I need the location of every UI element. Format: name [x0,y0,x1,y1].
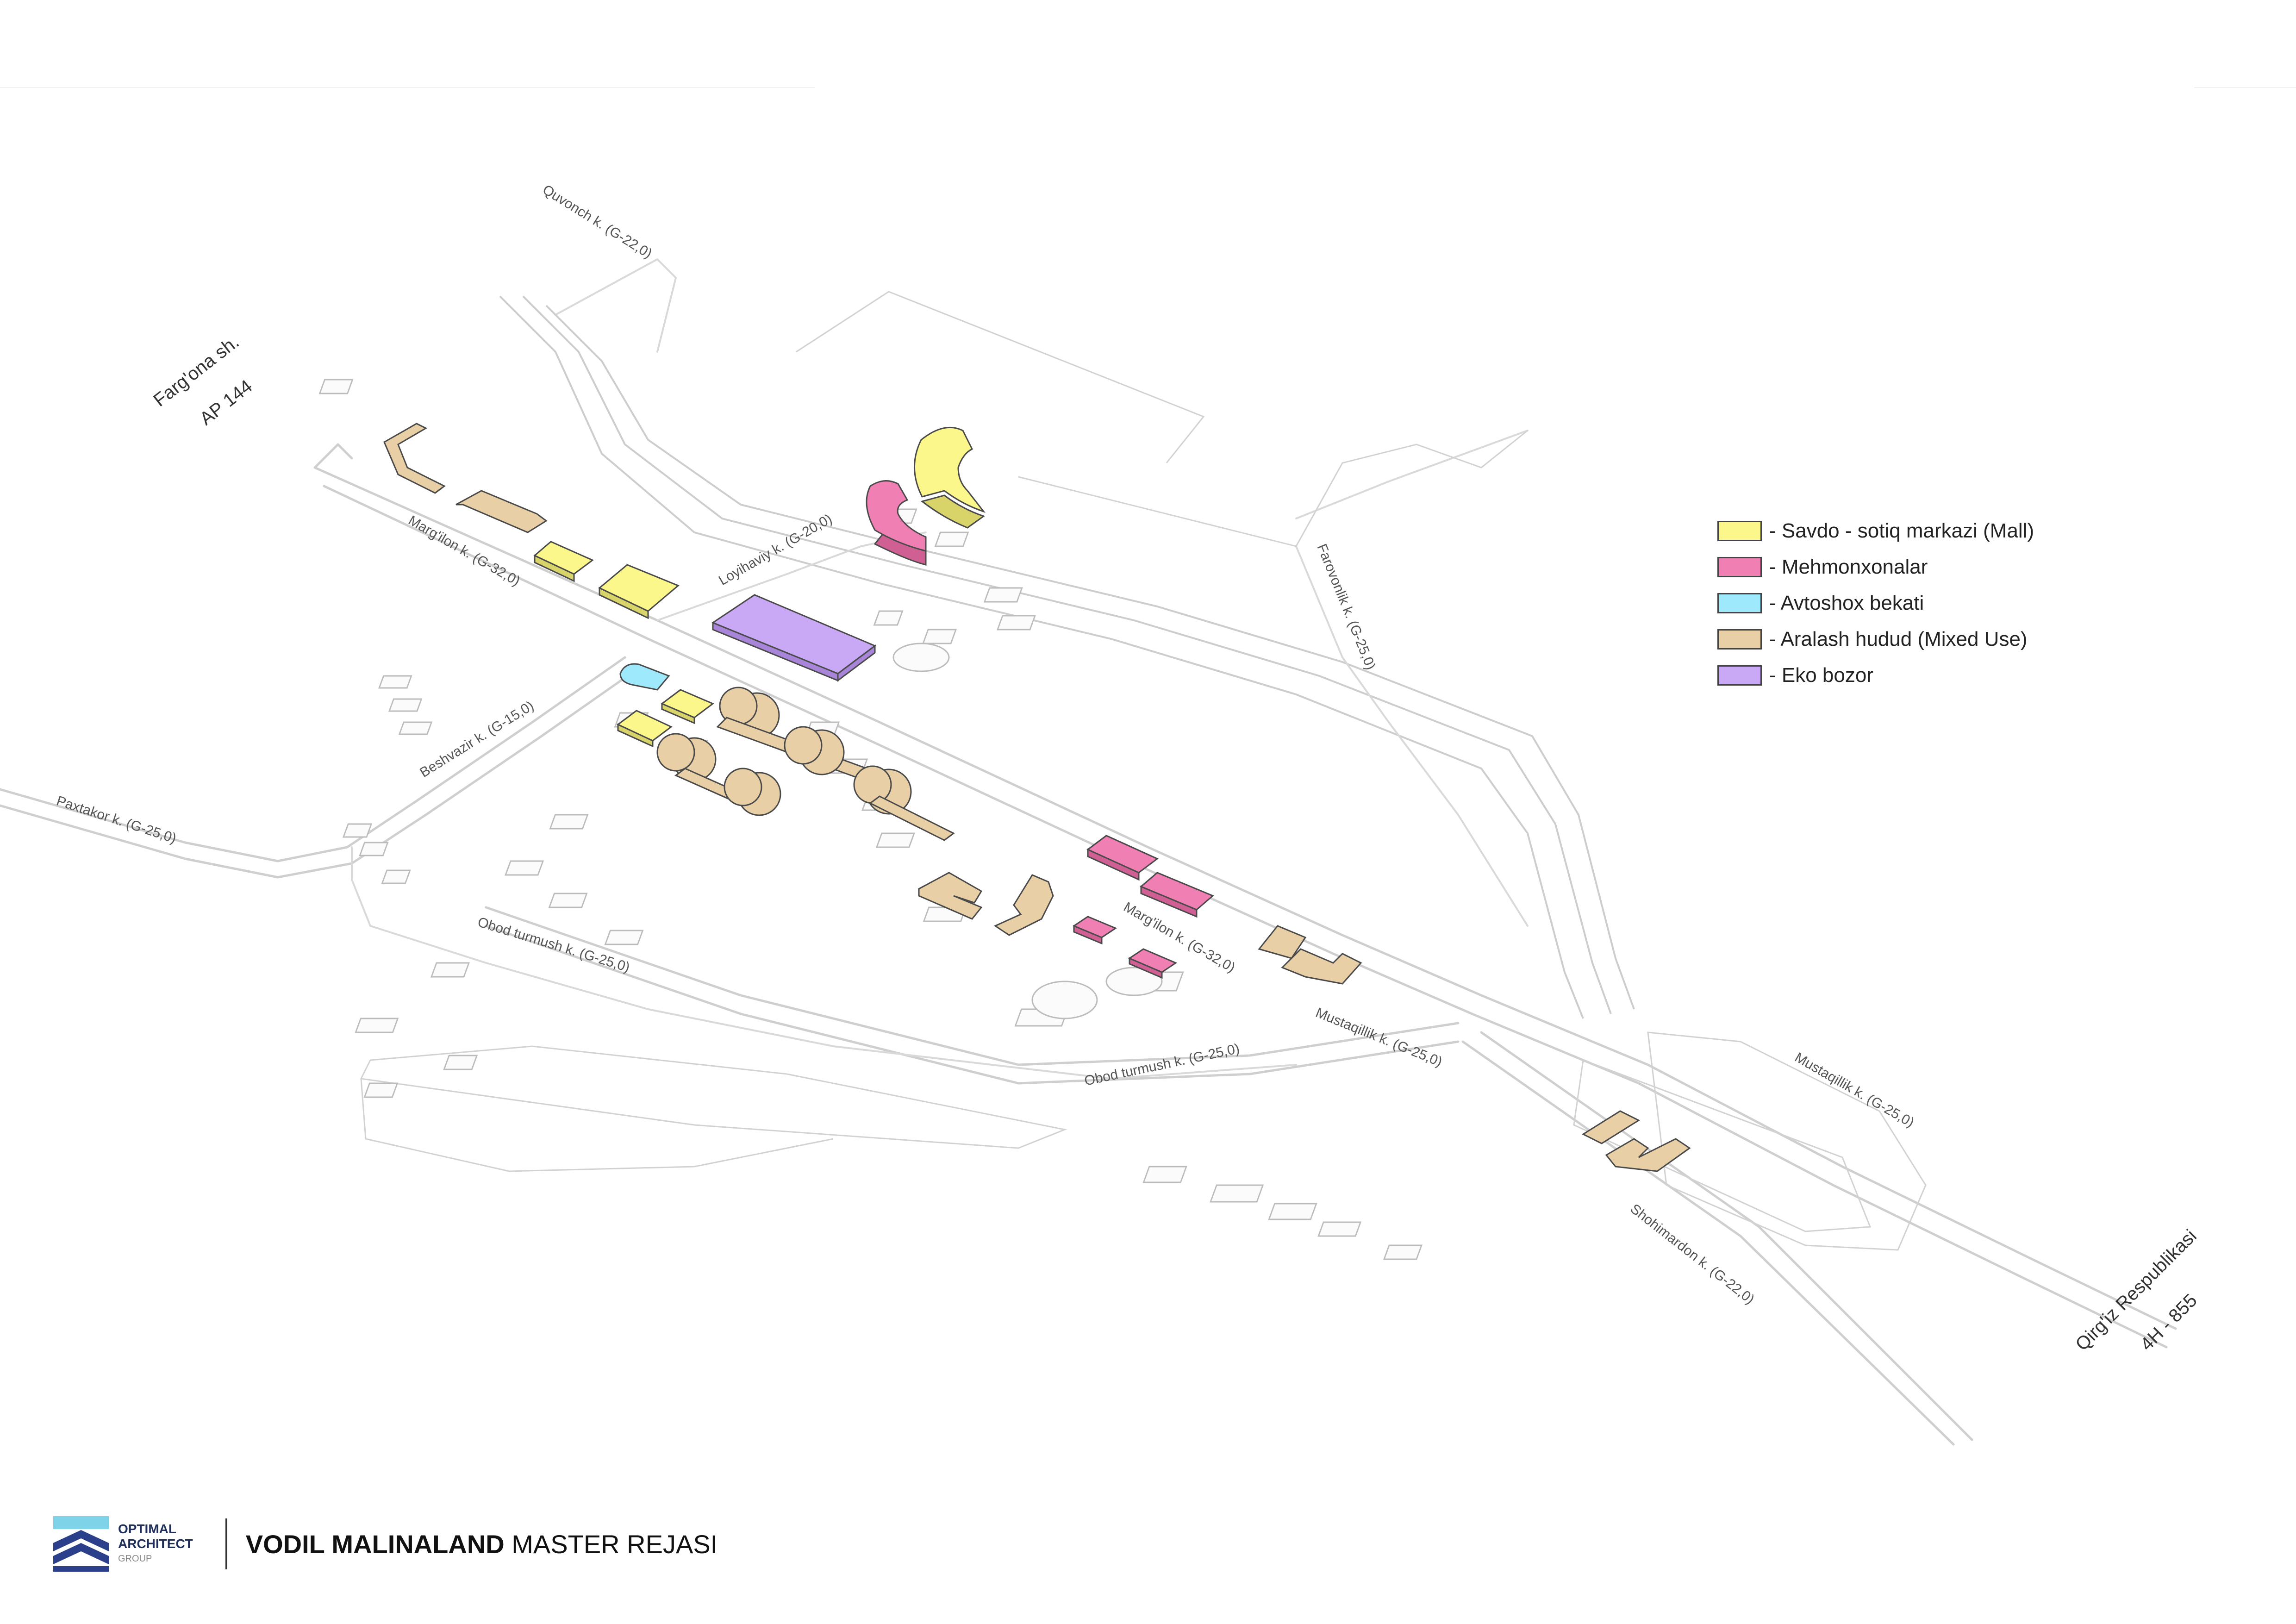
legend-item-mixed-use: - Aralash hudud (Mixed Use) [1717,621,2034,657]
street-label: Beshvazir k. (G-15,0) [417,698,537,781]
page-title: VODIL MALINALAND MASTER REJASI [246,1529,718,1559]
bus-station-building [619,663,670,691]
eco-market-building [711,594,876,682]
street-labels: Quvonch k. (G-22,0) Marg'ilon k. (G-32,0… [55,182,1917,1307]
legend-item-mall: - Savdo - sotiq markazi (Mall) [1717,513,2034,549]
road-network [0,258,2177,1446]
legend-item-hotel: - Mehmonxonalar [1717,549,2034,585]
street-label: Loyihaviy k. (G-20,0) [716,511,835,588]
footer: OPTIMAL ARCHITECT GROUP VODIL MALINALAND… [53,1514,718,1574]
logo-line-2: ARCHITECT [118,1537,193,1551]
legend-label: - Eko bozor [1769,664,1873,687]
legend-item-bus-station: - Avtoshox bekati [1717,585,2034,621]
legend-swatch [1717,665,1762,686]
street-label: Shohimardon k. (G-22,0) [1628,1201,1757,1307]
map-legend: - Savdo - sotiq markazi (Mall) - Mehmonx… [1717,513,2034,693]
mixed-use-buildings [383,423,1691,1172]
legend-swatch [1717,593,1762,613]
street-label: Mustaqillik k. (G-25,0) [1792,1049,1917,1130]
legend-label: - Aralash hudud (Mixed Use) [1769,628,2028,650]
place-label-kyrgyz-road: 4H - 855 [2136,1290,2201,1355]
chevron-stack-logo-icon [53,1516,109,1572]
place-label-kyrgyz: Qirg'iz Respublikasi [2071,1226,2201,1355]
street-label: Marg'ilon k. (G-32,0) [406,512,523,589]
legend-label: - Savdo - sotiq markazi (Mall) [1769,519,2034,542]
company-logo-text: OPTIMAL ARCHITECT GROUP [118,1522,193,1566]
hotel-buildings [866,480,1214,979]
legend-label: - Avtoshox bekati [1769,592,1924,614]
tower-cluster [656,687,955,841]
legend-label: - Mehmonxonalar [1769,556,1928,578]
mall-buildings [533,426,986,748]
place-label-fargona-road: AP 144 [196,376,256,429]
legend-item-eco-market: - Eko bozor [1717,657,2034,693]
page-title-bold: VODIL MALINALAND [245,1529,505,1559]
legend-swatch [1717,629,1762,650]
footer-divider [225,1518,227,1569]
legend-swatch [1717,557,1762,577]
legend-swatch [1717,521,1762,541]
logo-line-1: OPTIMAL [118,1522,176,1536]
logo-line-3: GROUP [118,1554,152,1564]
page-title-normal: MASTER REJASI [512,1529,718,1559]
street-label: Obod turmush k. (G-25,0) [1083,1041,1241,1089]
street-label: Farovonlik k. (G-25,0) [1314,542,1379,672]
street-label: Quvonch k. (G-22,0) [540,182,655,262]
place-labels: Farg'ona sh. AP 144 Qirg'iz Respublikasi… [150,331,2201,1355]
